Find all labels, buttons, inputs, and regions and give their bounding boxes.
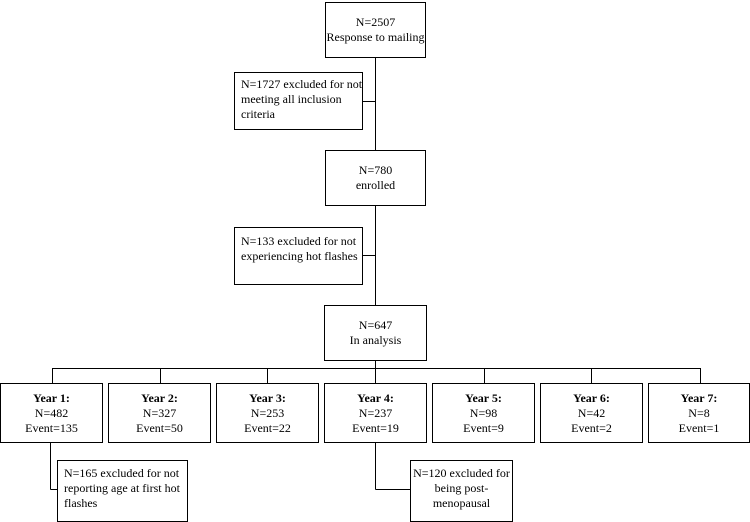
year-box-2: Year 2: N=327 Event=50 (108, 383, 211, 443)
enrolled-label: enrolled (355, 178, 396, 192)
year-2-title: Year 2: (141, 390, 178, 405)
year-2-events: Event=50 (136, 420, 183, 435)
response-box: N=2507 Response to mailing (325, 2, 426, 58)
year-7-events: Event=1 (678, 420, 720, 435)
year-6-events: Event=2 (571, 420, 612, 435)
excluded-postmenopausal-box: N=120 excluded for being post- menopausa… (410, 460, 513, 522)
year-box-5: Year 5: N=98 Event=9 (432, 383, 535, 443)
year-4-title: Year 4: (357, 390, 394, 405)
year-6-count: N=42 (577, 405, 606, 420)
excluded-inclusion-line-3: criteria (241, 107, 275, 121)
analysis-label: In analysis (349, 333, 402, 347)
year-1-count: N=482 (34, 405, 69, 420)
response-count: N=2507 (355, 15, 396, 29)
year-box-3: Year 3: N=253 Event=22 (216, 383, 319, 443)
excluded-hot-flashes-line-2: experiencing hot flashes (241, 249, 358, 263)
year-box-4: Year 4: N=237 Event=19 (324, 383, 427, 443)
excluded-postmenopausal-line-1: N=120 excluded for (413, 466, 510, 480)
year-box-6: Year 6: N=42 Event=2 (540, 383, 643, 443)
year-7-count: N=8 (688, 405, 710, 420)
excluded-age-line-3: flashes (64, 496, 98, 510)
excluded-hot-flashes-line-1: N=133 excluded for not (241, 234, 357, 248)
year-7-title: Year 7: (680, 390, 718, 405)
excluded-hot-flashes-box: N=133 excluded for not experiencing hot … (234, 227, 363, 285)
excluded-inclusion-box: N=1727 excluded for not meeting all incl… (234, 72, 363, 130)
enrolled-box: N=780 enrolled (325, 150, 426, 206)
enrolled-count: N=780 (358, 163, 393, 177)
analysis-box: N=647 In analysis (324, 305, 427, 361)
year-3-events: Event=22 (244, 420, 291, 435)
excluded-age-box: N=165 excluded for not reporting age at … (57, 460, 188, 522)
year-4-count: N=237 (358, 405, 393, 420)
excluded-age-line-1: N=165 excluded for not (64, 466, 180, 480)
year-box-7: Year 7: N=8 Event=1 (648, 383, 750, 443)
year-1-events: Event=135 (25, 420, 78, 435)
year-5-title: Year 5: (465, 390, 502, 405)
year-5-events: Event=9 (463, 420, 504, 435)
year-2-count: N=327 (142, 405, 177, 420)
year-6-title: Year 6: (573, 390, 610, 405)
response-label: Response to mailing (326, 30, 425, 44)
excluded-inclusion-line-2: meeting all inclusion (241, 92, 342, 106)
year-box-1: Year 1: N=482 Event=135 (0, 383, 103, 443)
year-5-count: N=98 (469, 405, 498, 420)
analysis-count: N=647 (358, 318, 393, 332)
year-3-title: Year 3: (249, 390, 286, 405)
excluded-postmenopausal-line-2: being post- (434, 481, 489, 495)
year-1-title: Year 1: (33, 390, 70, 405)
year-3-count: N=253 (250, 405, 285, 420)
year-4-events: Event=19 (352, 420, 399, 435)
excluded-postmenopausal-line-3: menopausal (432, 496, 491, 510)
excluded-age-line-2: reporting age at first hot (64, 481, 180, 495)
excluded-inclusion-line-1: N=1727 excluded for not (241, 77, 363, 91)
